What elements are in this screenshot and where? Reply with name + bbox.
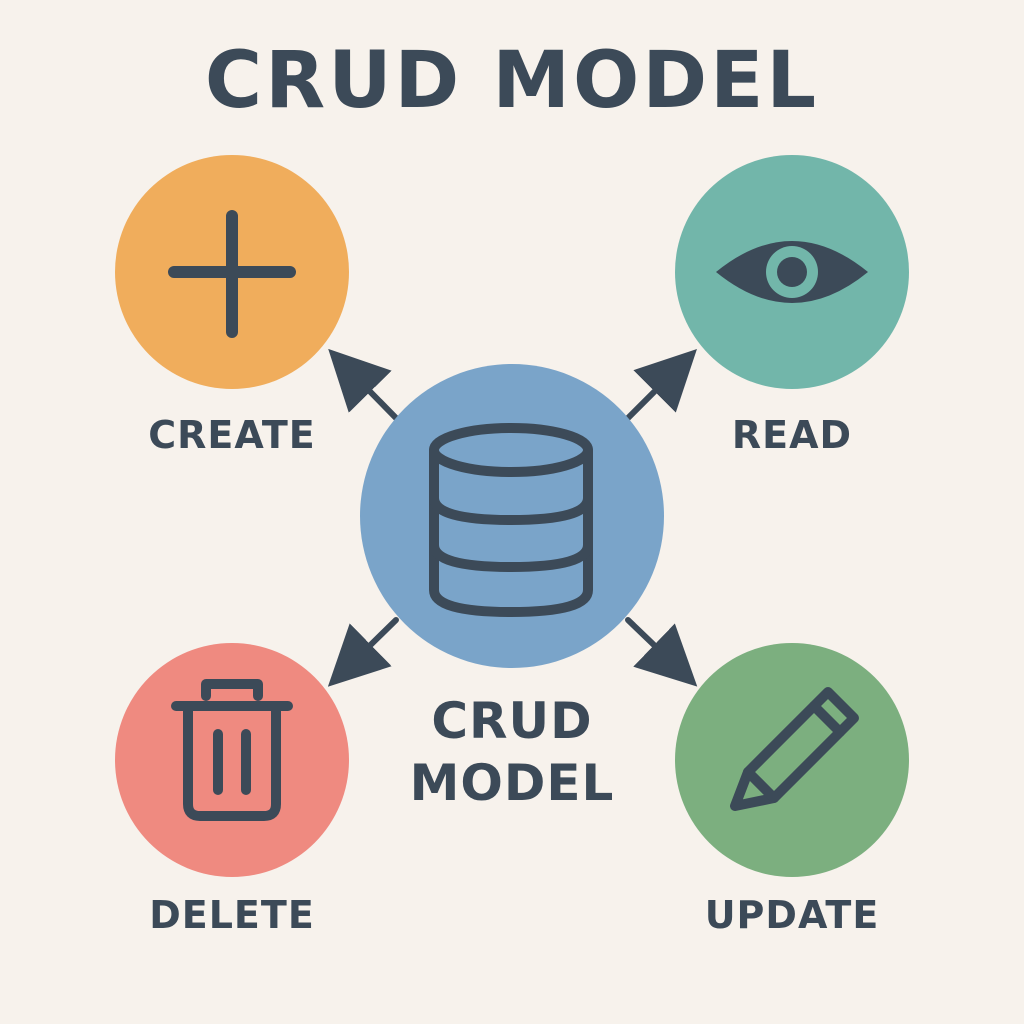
create-label: CREATE [148,413,316,457]
center-label-line1: CRUD [431,692,593,750]
trash-icon [171,679,293,821]
update-node [675,643,909,877]
read-node [675,155,909,389]
delete-circle [115,643,349,877]
eye-icon [716,241,868,303]
update-label: UPDATE [704,893,880,937]
page-title: CRUD MODEL [204,36,820,126]
create-node [115,155,349,389]
update-circle [675,643,909,877]
arrows [327,348,698,687]
pencil-icon [730,687,859,811]
read-label: READ [731,413,853,457]
arrow-to-read [625,349,697,421]
arrow-to-update [625,617,698,687]
arrow-to-delete [327,617,399,687]
arrow-to-create [328,348,399,421]
center-label: CRUD MODEL [392,690,632,814]
database-node [360,364,664,668]
delete-node [115,643,349,877]
delete-label: DELETE [149,893,315,937]
database-icon [429,423,593,617]
center-label-line2: MODEL [409,754,615,812]
plus-icon [168,210,296,338]
